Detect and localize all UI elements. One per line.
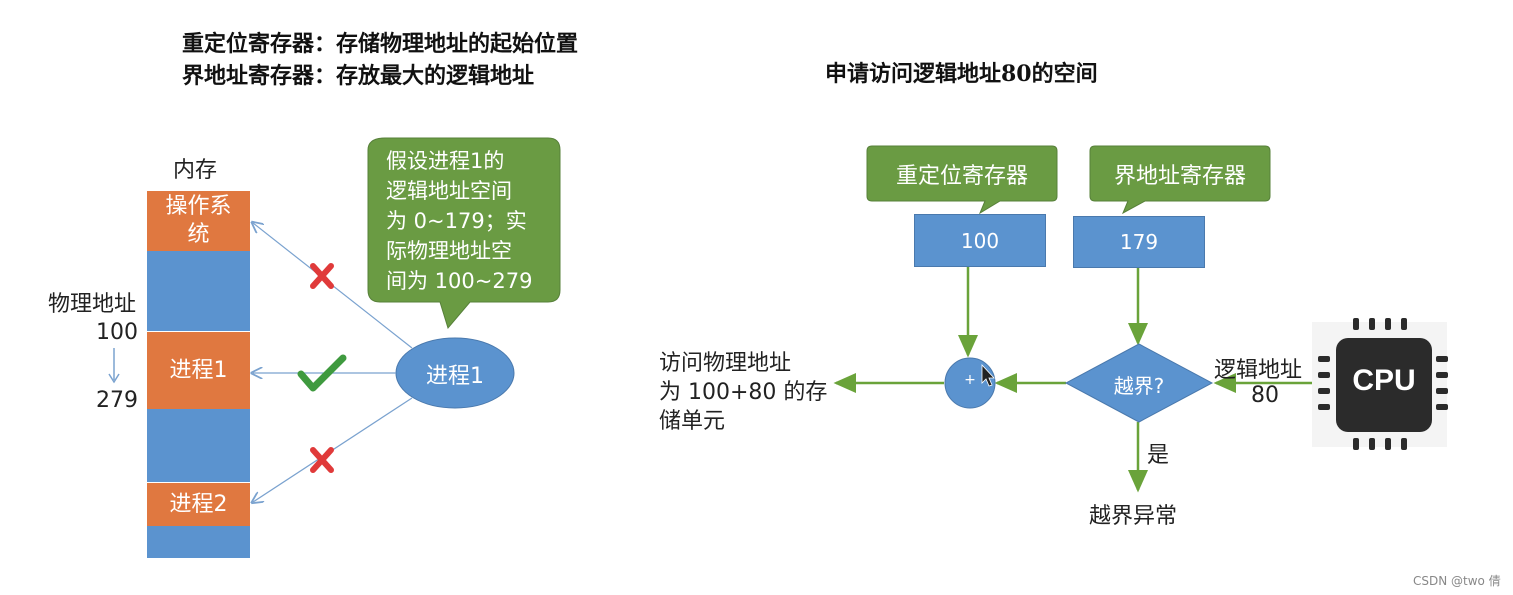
physical-end-value: 279: [96, 388, 138, 413]
result-line: 为 100+80 的存: [659, 380, 828, 405]
result-line: 储单元: [659, 409, 726, 434]
right-diagram-title: 申请访问逻辑地址80的空间: [825, 61, 1098, 87]
red-x-icon: [310, 447, 334, 473]
memory-process1-block: 进程1: [147, 331, 250, 411]
assumption-bubble: [367, 137, 561, 330]
assumption-bubble-text: 假设进程1的 逻辑地址空间 为 0~179；实 际物理地址空 间为 100~27…: [386, 146, 556, 296]
green-check-icon: [297, 354, 347, 392]
memory-os-block: 操作系统: [147, 190, 250, 252]
memory-title: 内存: [173, 158, 218, 183]
memory-process1-label: 进程1: [169, 358, 228, 383]
note-relocation-register: 重定位寄存器：存储物理地址的起始位置: [182, 31, 579, 57]
adder-symbol: +: [964, 372, 976, 388]
relocation-register-label: 重定位寄存器: [895, 164, 1028, 189]
limit-register-value: 179: [1119, 230, 1159, 254]
cpu-label: CPU: [1352, 364, 1416, 397]
note-limit-register: 界地址寄存器：存放最大的逻辑地址: [182, 63, 535, 89]
memory-process2-label: 进程2: [169, 492, 228, 517]
bubble-line: 间为 100~279: [386, 269, 533, 293]
memory-free-block-1: [147, 251, 250, 331]
logical-address-value: 80: [1251, 383, 1279, 408]
bubble-line: 逻辑地址空间: [386, 179, 512, 203]
memory-free-block-3: [147, 526, 250, 558]
yes-label: 是: [1147, 443, 1170, 468]
bubble-line: 际物理地址空: [386, 239, 512, 263]
bounds-check-label: 越界?: [1113, 374, 1165, 398]
physical-address-label: 物理地址: [48, 292, 137, 317]
relocation-register-callout: [866, 145, 1058, 215]
relocation-register-value-box: 100: [914, 214, 1046, 267]
memory-os-label: 操作系统: [165, 194, 232, 247]
process-label: 进程1: [426, 364, 484, 389]
memory-process2-block: 进程2: [147, 482, 250, 528]
out-of-bounds-exception-label: 越界异常: [1089, 504, 1178, 529]
memory-free-block-2: [147, 409, 250, 482]
result-line: 访问物理地址: [659, 351, 792, 376]
red-x-icon: [310, 263, 334, 289]
physical-start-value: 100: [96, 320, 138, 345]
watermark: CSDN @two 倩: [1413, 574, 1501, 588]
logical-address-label: 逻辑地址: [1214, 358, 1303, 383]
relocation-register-value: 100: [960, 228, 1000, 253]
limit-register-callout: [1089, 145, 1271, 215]
bounds-check-diamond: [1064, 343, 1214, 423]
mouse-cursor-icon: [981, 363, 995, 387]
bubble-line: 假设进程1的: [386, 149, 505, 173]
range-down-arrow: [108, 348, 120, 384]
limit-register-label: 界地址寄存器: [1113, 164, 1246, 189]
cpu-chip-icon: [1312, 318, 1448, 450]
bubble-line: 为 0~179；实: [386, 209, 527, 233]
limit-register-value-box: 179: [1073, 216, 1205, 268]
result-description: 访问物理地址 为 100+80 的存 储单元: [659, 349, 827, 436]
